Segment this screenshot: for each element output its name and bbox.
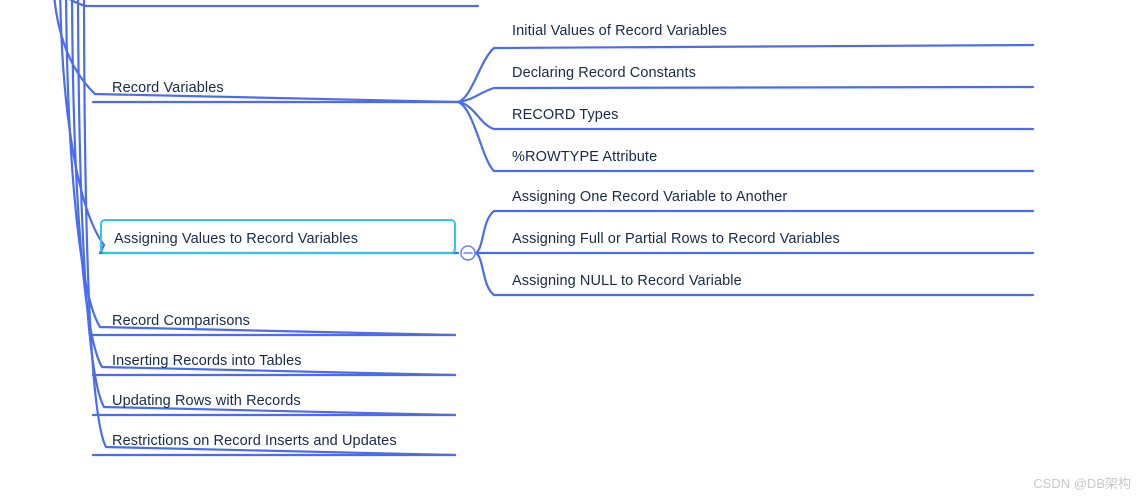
connector-trunk-inserting-records [70,0,457,377]
selected-node-box[interactable] [100,219,456,254]
connector-rowtype-attribute [456,100,1035,173]
node-declaring-record-constants[interactable]: Declaring Record Constants [512,65,696,81]
node-inserting-records-into-tables[interactable]: Inserting Records into Tables [112,353,302,369]
collapse-toggle-assigning-values[interactable] [460,245,476,261]
node-record-variables[interactable]: Record Variables [112,80,224,96]
connector-trunk-updating-rows [76,0,457,417]
connector-trunk-record-comparisons [65,0,457,337]
connector-assigning-one-record [474,209,1035,255]
node-rowtype-attribute[interactable]: %ROWTYPE Attribute [512,149,658,165]
node-updating-rows-with-records[interactable]: Updating Rows with Records [112,393,301,409]
connector-trunk-restrictions [82,0,457,457]
connector-initial-values [456,43,1035,104]
watermark: CSDN @DB架构 [1033,476,1131,491]
node-initial-values-of-record-variables[interactable]: Initial Values of Record Variables [512,23,727,39]
node-restrictions-on-record-inserts-and-updates[interactable]: Restrictions on Record Inserts and Updat… [112,433,397,449]
node-record-comparisons[interactable]: Record Comparisons [112,313,250,329]
node-assigning-values-to-record-variables[interactable]: Assigning Values to Record Variables [114,231,359,247]
connector-trunk-assigning-values [59,0,106,255]
connector-assigning-null [474,251,1035,297]
node-record-types[interactable]: RECORD Types [512,107,619,123]
node-assigning-one-record-variable-to-another[interactable]: Assigning One Record Variable to Another [512,189,788,205]
node-assigning-full-or-partial-rows-to-record-variables[interactable]: Assigning Full or Partial Rows to Record… [512,231,840,247]
connector-record-types [456,100,1035,131]
connector-truncated-node [69,0,480,8]
node-assigning-null-to-record-variable[interactable]: Assigning NULL to Record Variable [512,273,742,289]
connector-declaring-constants [456,85,1035,104]
